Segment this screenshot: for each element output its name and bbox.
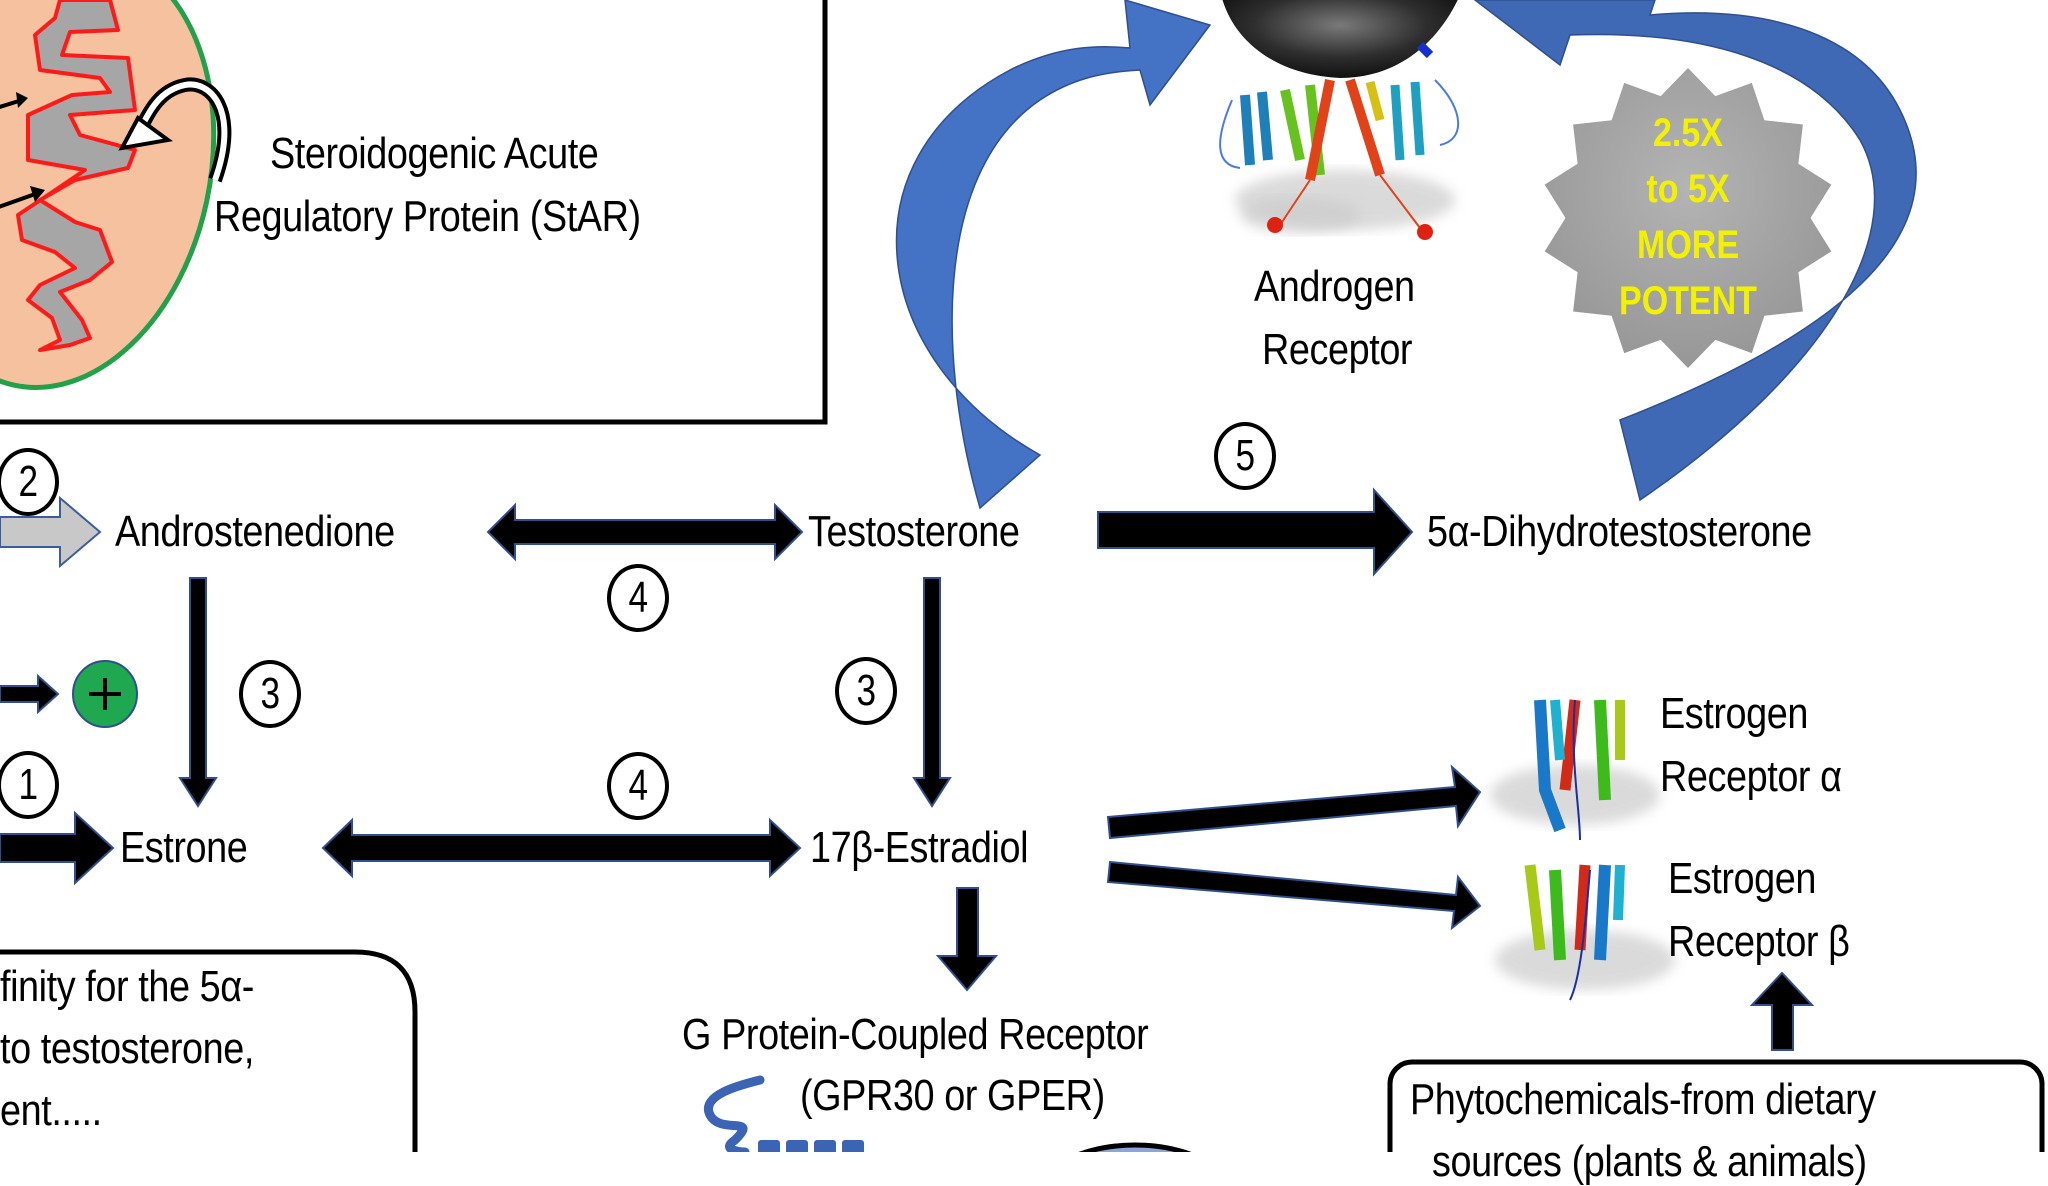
step-3b-label: 3	[856, 666, 876, 715]
note-line3: ent.....	[0, 1086, 102, 1135]
gpcr-line2: (GPR30 or GPER)	[800, 1071, 1105, 1120]
arrow-androstenedione-testosterone	[486, 502, 804, 562]
phyto-line1: Phytochemicals-from dietary	[1410, 1075, 1876, 1124]
step-2-badge: 2	[0, 448, 59, 516]
step-1-label: 1	[18, 760, 38, 809]
arrow-to-plus	[0, 673, 60, 715]
step-1-badge: 1	[0, 751, 59, 819]
stimulation-plus-icon	[72, 660, 138, 728]
cell-membrane-ellipse-icon	[1078, 1142, 1192, 1152]
compound-testosterone[interactable]: Testosterone	[808, 507, 1020, 556]
arrow-to-estrone	[0, 810, 115, 886]
note-box-border	[0, 949, 418, 1152]
potency-line4: POTENT	[1619, 279, 1757, 323]
curved-arrow-dht-to-ar	[1473, 0, 1917, 502]
er-beta-line1: Estrogen	[1668, 854, 1817, 903]
step-4b-label: 4	[628, 761, 648, 810]
er-alpha-line2: Receptor α	[1660, 752, 1842, 801]
phyto-line2: sources (plants & animals)	[1432, 1137, 1867, 1186]
curved-arrow-testosterone-to-ar	[895, 0, 1212, 510]
potency-badge	[1544, 68, 1832, 368]
compound-estradiol[interactable]: 17β-Estradiol	[810, 823, 1029, 872]
compound-estrone[interactable]: Estrone	[120, 823, 248, 872]
step-3a-label: 3	[260, 669, 280, 718]
potency-line2: to 5X	[1646, 167, 1730, 211]
star-label-line1: Steroidogenic Acute	[270, 129, 599, 178]
step-3b-badge: 3	[835, 657, 897, 725]
compound-androstenedione[interactable]: Androstenedione	[115, 507, 395, 556]
note-line1: finity for the 5α-	[0, 962, 254, 1011]
diagram-graphics	[0, 0, 2045, 1152]
step-4b-badge: 4	[607, 752, 669, 820]
star-label-line2: Regulatory Protein (StAR)	[214, 192, 641, 241]
potency-line3: MORE	[1637, 223, 1739, 267]
potency-line1: 2.5X	[1653, 111, 1723, 155]
compound-dht[interactable]: 5α-Dihydrotestosterone	[1427, 507, 1812, 556]
arrow-estradiol-er-beta	[1106, 860, 1482, 931]
arrow-estrone-estradiol	[321, 817, 802, 879]
arrow-phyto-er-beta	[1749, 971, 1815, 1051]
arrow-testosterone-dht	[1097, 487, 1414, 577]
er-beta-structure-icon	[1495, 864, 1675, 1001]
hat-icon	[1222, 0, 1458, 78]
arrow-androstenedione-estrone	[178, 577, 218, 808]
er-alpha-structure-icon	[1490, 699, 1660, 841]
star-box-border	[0, 0, 828, 425]
step-4a-badge: 4	[607, 564, 669, 632]
er-alpha-line1: Estrogen	[1660, 689, 1809, 738]
gpcr-structure-icon	[704, 1075, 864, 1152]
step-5-badge: 5	[1214, 422, 1276, 490]
arrow-estradiol-gpcr	[935, 887, 999, 992]
note-line2: to testosterone,	[0, 1024, 254, 1073]
grey-arrow-to-androstenedione	[0, 495, 102, 569]
curved-transport-arrow-icon	[118, 77, 232, 183]
arrow-testosterone-estradiol	[912, 577, 952, 808]
cristae	[16, 0, 137, 352]
androgen-receptor-line1: Androgen	[1254, 262, 1415, 311]
phyto-box-border	[1387, 1059, 2045, 1152]
step-4a-label: 4	[628, 573, 648, 622]
arrow-estradiol-er-alpha	[1106, 764, 1482, 840]
androgen-receptor-structure-icon	[1219, 0, 1460, 240]
star-box	[0, 0, 828, 425]
gpcr-line1: G Protein-Coupled Receptor	[682, 1010, 1149, 1059]
step-2-label: 2	[18, 457, 38, 506]
step-5-label: 5	[1235, 431, 1255, 480]
er-beta-line2: Receptor β	[1668, 917, 1850, 966]
mitochondrion-icon	[0, 0, 217, 390]
step-3a-badge: 3	[239, 660, 301, 728]
potency-badge-text: 2.5X to 5X MORE POTENT	[1569, 105, 1807, 329]
androgen-receptor-line2: Receptor	[1262, 325, 1413, 374]
